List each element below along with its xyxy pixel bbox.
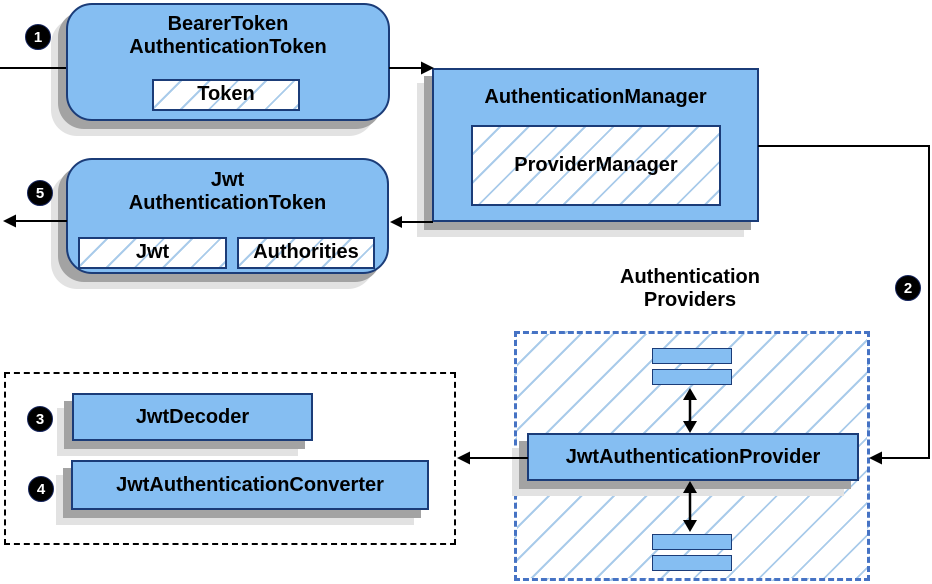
jwt-authentication-converter-node: JwtAuthenticationConverter xyxy=(71,460,429,510)
jwt-token-title: Jwt AuthenticationToken xyxy=(68,160,387,215)
authentication-providers-label-line2: Providers xyxy=(643,289,737,311)
provider-manager-field: ProviderManager xyxy=(471,125,721,206)
step-1-badge: 1 xyxy=(25,24,51,50)
authentication-providers-label-line1: Authentication xyxy=(620,266,760,288)
jwt-token-title-line2: AuthenticationToken xyxy=(128,192,327,214)
outgoing-result-arrowhead xyxy=(3,214,16,228)
authentication-manager-node: AuthenticationManager ProviderManager xyxy=(432,68,759,222)
authentication-manager-title: AuthenticationManager xyxy=(484,86,707,108)
step-5-badge: 5 xyxy=(27,180,53,206)
provider-placeholder-bar-top-2 xyxy=(652,369,732,385)
jwt-authentication-token-node: Jwt AuthenticationToken Jwt Authorities xyxy=(66,158,389,274)
authentication-providers-label: Authentication Providers xyxy=(575,266,805,312)
bearer-token-title-line2: AuthenticationToken xyxy=(129,36,327,58)
token-field: Token xyxy=(152,79,300,111)
bearer-token-authentication-token-node: BearerToken AuthenticationToken Token xyxy=(66,3,390,121)
jwt-field: Jwt xyxy=(78,237,227,269)
provider-placeholder-bar-bottom-1 xyxy=(652,534,732,550)
jwt-authentication-provider-node: JwtAuthenticationProvider xyxy=(527,433,859,481)
jwt-decoder-node: JwtDecoder xyxy=(72,393,313,441)
manager-to-jwt-token-arrowhead xyxy=(390,216,402,228)
provider-to-helpers-arrowhead xyxy=(457,451,470,465)
step-4-badge: 4 xyxy=(28,476,54,502)
jwt-token-title-line1: Jwt xyxy=(210,169,245,191)
bearer-token-title: BearerToken AuthenticationToken xyxy=(68,5,388,59)
bearer-token-title-line1: BearerToken xyxy=(167,13,289,35)
step-2-badge: 2 xyxy=(895,275,921,301)
authorities-field: Authorities xyxy=(237,237,375,269)
provider-placeholder-bar-bottom-2 xyxy=(652,555,732,571)
step-3-badge: 3 xyxy=(27,406,53,432)
provider-placeholder-bar-top-1 xyxy=(652,348,732,364)
manager-to-provider-arrowhead xyxy=(869,451,882,465)
